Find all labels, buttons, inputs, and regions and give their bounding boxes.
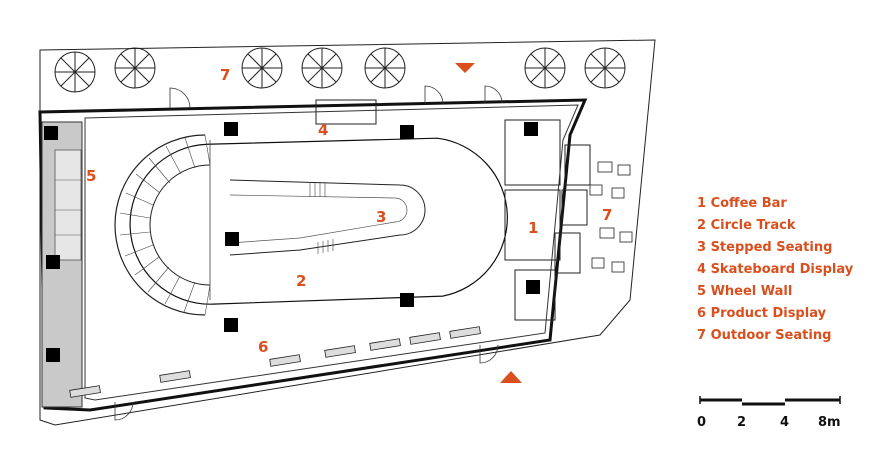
circle-track-outer (129, 137, 508, 305)
entrance-arrow-icon (500, 371, 522, 383)
legend-item-wheel-wall: 5 Wheel Wall (697, 284, 793, 299)
stair-arc (114, 134, 211, 316)
legend-item-stepped-seating: 3 Stepped Seating (697, 240, 833, 255)
wheel-wall-rack (54, 149, 82, 261)
building-inner-wall (84, 104, 579, 401)
legend-item-outdoor-seating: 7 Outdoor Seating (697, 328, 832, 343)
zone-number-coffee-bar: 1 (528, 219, 538, 237)
building-outer-wall (38, 98, 588, 412)
zone-number-circle-track: 2 (296, 272, 306, 290)
site-boundary (39, 39, 656, 426)
legend-item-circle-track: 2 Circle Track (697, 218, 796, 233)
scale-tick-2: 2 (737, 415, 746, 430)
zone-number-outdoor-seating-top: 7 (220, 66, 230, 84)
scale-tick-0: 0 (697, 415, 706, 430)
outdoor-tables-right (589, 161, 633, 273)
door-swings (114, 85, 503, 421)
scale-tick-4: 4 (780, 415, 789, 430)
legend-item-product-display: 6 Product Display (697, 306, 827, 321)
zone-number-outdoor-seating-right: 7 (602, 206, 612, 224)
zone-number-skateboard-display: 4 (318, 121, 328, 139)
stepped-seating-ramp (229, 179, 426, 256)
scale-tick-8m: 8m (818, 415, 841, 430)
entrance-arrow-icon (455, 63, 475, 73)
scale-bar: 0 2 4 8m (697, 396, 841, 430)
product-display-cases (69, 326, 481, 398)
legend: 1 Coffee Bar 2 Circle Track 3 Stepped Se… (697, 193, 853, 347)
legend-item-skateboard-display: 4 Skateboard Display (697, 262, 854, 277)
zone-number-wheel-wall: 5 (86, 167, 96, 185)
skateboard-display-bench (315, 99, 377, 125)
coffee-bar-counter (504, 119, 591, 321)
umbrella-table-icon (54, 47, 626, 93)
zone-number-stepped-seating: 3 (376, 208, 386, 226)
column-icon (44, 122, 540, 362)
zone-number-product-display: 6 (258, 338, 268, 356)
legend-item-coffee-bar: 1 Coffee Bar (697, 196, 787, 211)
